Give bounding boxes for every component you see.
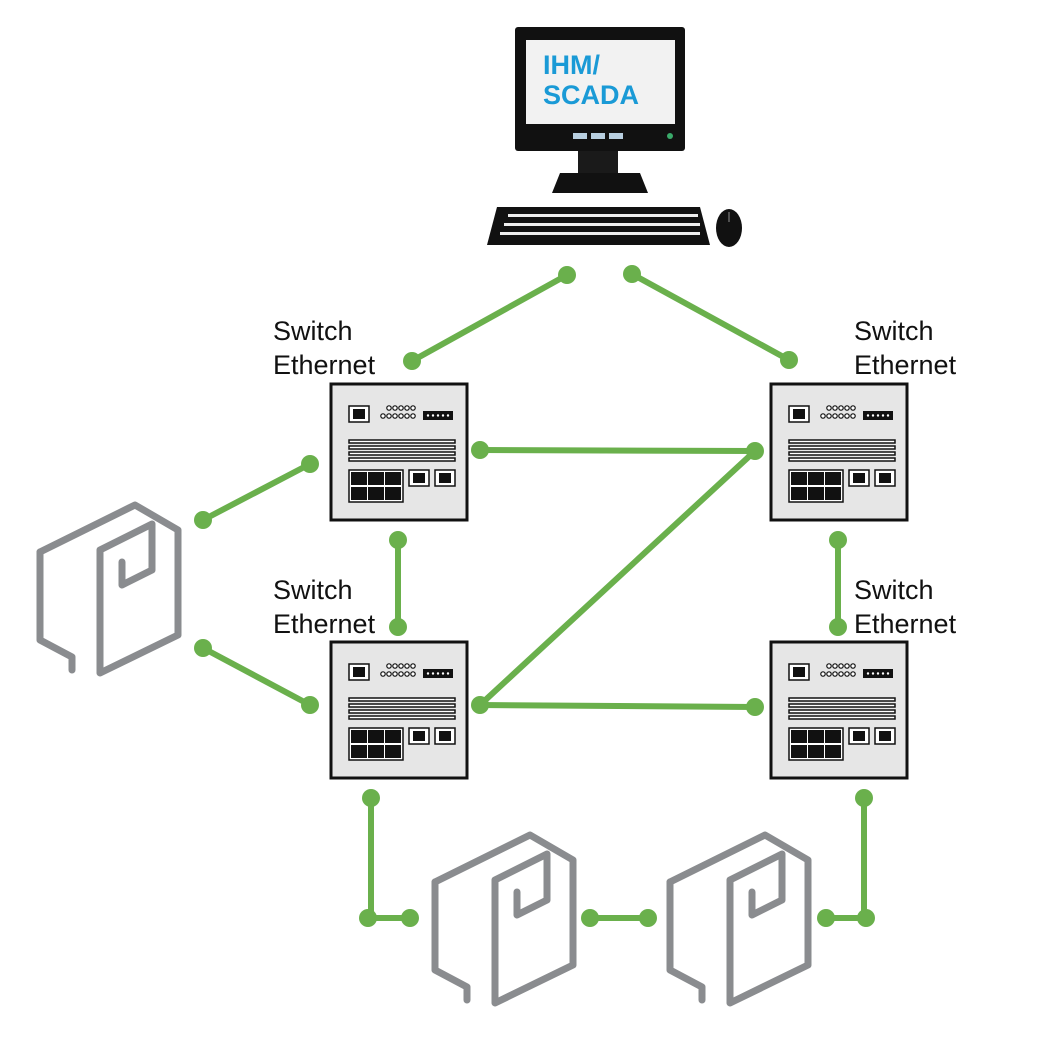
link-device-left-sw-top-left: [200, 461, 313, 523]
link-dot: [471, 696, 489, 714]
switch-bottom-right: [769, 640, 909, 780]
workstation-icon: [487, 27, 742, 247]
device-logo-icon: [435, 835, 573, 1003]
switch-top-right-label-line1: Switch: [854, 316, 934, 346]
device-logo-icon: [670, 835, 808, 1003]
link-dot: [746, 698, 764, 716]
mouse-icon: [716, 209, 742, 247]
links: [200, 271, 867, 921]
link-device-bottom-2-sw-bottom-right: [823, 795, 867, 921]
link-sw-bottom-left-device-bottom-1: [368, 795, 413, 921]
link-device-left-sw-bottom-left: [200, 645, 313, 708]
link-dot: [857, 909, 875, 927]
switch-bottom-left-label-line2: Ethernet: [273, 609, 376, 639]
link-dot: [359, 909, 377, 927]
link-workstation-sw-top-right: [629, 271, 792, 363]
switch-top-left-label-line1: Switch: [273, 316, 353, 346]
link-dot: [389, 531, 407, 549]
link-dot: [829, 531, 847, 549]
workstation-label-line1: IHM/: [543, 50, 600, 80]
link-dot: [403, 352, 421, 370]
link-dot: [746, 442, 764, 460]
link-dot: [471, 441, 489, 459]
link-sw-bottom-left-sw-bottom-right: [477, 702, 758, 710]
link-dot: [581, 909, 599, 927]
link-dot: [639, 909, 657, 927]
link-dot: [401, 909, 419, 927]
link-sw-top-right-sw-bottom-left: [477, 448, 758, 708]
switch-top-right-label-line2: Ethernet: [854, 350, 957, 380]
workstation-label-line2: SCADA: [543, 80, 640, 110]
switch-bottom-left-label-line1: Switch: [273, 575, 353, 605]
link-dot: [194, 639, 212, 657]
link-sw-top-left-sw-top-right: [477, 447, 758, 454]
link-dot: [301, 455, 319, 473]
link-endpoints: [194, 265, 875, 927]
switch-top-left-label-line2: Ethernet: [273, 350, 376, 380]
link-workstation-sw-top-left: [409, 272, 570, 364]
switch-bottom-right-label-line1: Switch: [854, 575, 934, 605]
switch-bottom-right-label-line2: Ethernet: [854, 609, 957, 639]
link-dot: [389, 618, 407, 636]
switch-bottom-left: [329, 640, 469, 780]
link-dot: [362, 789, 380, 807]
link-dot: [817, 909, 835, 927]
link-dot: [301, 696, 319, 714]
link-dot: [623, 265, 641, 283]
switch-top-right: [769, 382, 909, 522]
device-logo-icon: [40, 505, 178, 673]
link-dot: [194, 511, 212, 529]
link-dot: [558, 266, 576, 284]
link-dot: [855, 789, 873, 807]
link-dot: [780, 351, 798, 369]
link-dot: [829, 618, 847, 636]
switch-top-left: [329, 382, 469, 522]
